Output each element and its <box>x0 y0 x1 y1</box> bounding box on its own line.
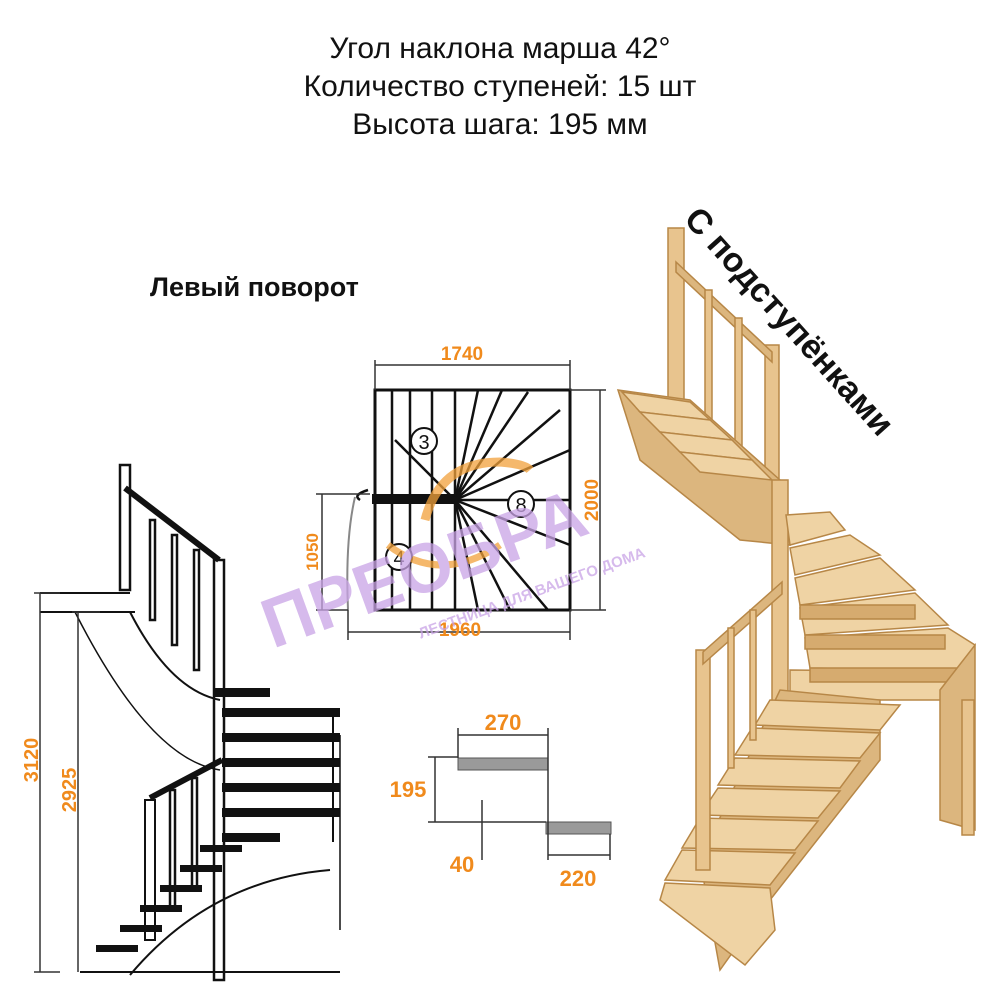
plan-step-number: 8 <box>515 495 526 517</box>
step-detail <box>428 728 612 860</box>
side-elevation <box>40 463 341 982</box>
elevation-dimensions <box>34 592 100 973</box>
plan-dimensions <box>316 360 606 640</box>
header-slope-angle: Угол наклона марша 42° <box>329 32 671 65</box>
detail-dim-tread: 270 <box>485 710 522 735</box>
plan-dim-top: 1740 <box>441 344 483 365</box>
turn-direction-label: Левый поворот <box>150 272 359 302</box>
wooden-stair-illustration <box>616 227 977 972</box>
header-step-count: Количество ступеней: 15 шт <box>303 70 697 103</box>
detail-dim-overlap: 220 <box>560 866 597 891</box>
plan-step-number: 3 <box>418 432 429 454</box>
elevation-dim-total: 3120 <box>21 738 43 783</box>
header-step-height: Высота шага: 195 мм <box>352 108 648 141</box>
plan-dim-right: 2000 <box>582 479 603 521</box>
plan-dim-left: 1050 <box>303 533 322 571</box>
elevation-dim-floor: 2925 <box>59 768 81 813</box>
plan-dim-bottom: 1960 <box>439 620 481 641</box>
detail-dim-thickness: 40 <box>450 852 474 877</box>
detail-dim-rise: 195 <box>390 777 427 802</box>
header: Угол наклона марша 42° Количество ступен… <box>0 30 1000 144</box>
plan-step-number: 4 <box>393 548 404 570</box>
